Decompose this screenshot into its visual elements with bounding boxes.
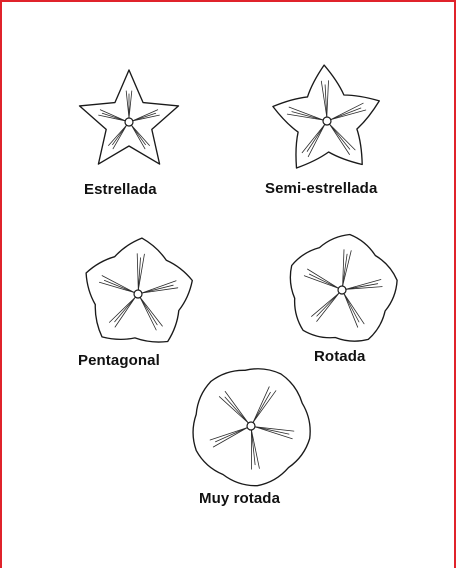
petal-midrib <box>324 84 328 118</box>
petal-vein <box>101 275 135 293</box>
flower-pentagonal-drawing <box>78 234 198 346</box>
label-pentagonal: Pentagonal <box>78 352 160 369</box>
petal-vein <box>141 287 179 294</box>
petal-vein <box>320 80 328 118</box>
flower-center <box>133 289 143 299</box>
petal-vein <box>307 124 326 158</box>
label-muy-rotada: Muy rotada <box>199 490 281 507</box>
petal-vein <box>330 109 367 120</box>
petal-vein <box>132 114 160 122</box>
petal-vein <box>131 124 146 150</box>
petal-vein <box>128 90 133 119</box>
petal-vein <box>218 396 249 424</box>
petal-vein <box>114 296 136 328</box>
flower-center <box>246 421 256 431</box>
petal-vein <box>329 123 350 155</box>
petal-vein <box>108 124 127 146</box>
petal-vein <box>131 124 150 146</box>
petal-vein <box>112 124 127 150</box>
petal-midrib <box>330 107 362 120</box>
petal-midrib <box>251 429 256 466</box>
petal-vein <box>132 109 159 122</box>
flower-svg <box>78 69 180 165</box>
petal-midrib <box>112 124 127 146</box>
petal-vein <box>252 386 270 423</box>
petal-vein <box>311 292 340 317</box>
petal-vein <box>343 293 365 325</box>
petal-vein <box>209 427 248 441</box>
petal-vein <box>286 113 324 121</box>
petal-midrib <box>131 124 146 146</box>
flower-rotada-drawing <box>282 232 402 346</box>
label-semi-estrellada: Semi-estrellada <box>265 180 378 197</box>
petal-midrib <box>132 112 157 122</box>
petal-vein <box>254 426 293 440</box>
petal-midrib <box>291 111 324 121</box>
petal-vein <box>316 292 340 322</box>
petal-vein <box>301 124 326 154</box>
flower-muy-rotada-drawing <box>188 364 314 487</box>
petal-midrib <box>329 123 351 150</box>
petal-midrib <box>308 273 339 289</box>
petal-midrib <box>316 292 340 317</box>
petal-midrib <box>215 427 248 443</box>
flower-semi-estrellada-drawing <box>262 58 392 176</box>
label-estrellada: Estrellada <box>84 181 157 198</box>
petal-vein <box>307 268 339 289</box>
petal-vein <box>288 106 324 121</box>
petal-vein <box>98 281 135 293</box>
petal-midrib <box>101 112 126 122</box>
petal-vein <box>99 109 126 122</box>
petal-vein <box>303 275 339 289</box>
petal-vein <box>224 390 249 424</box>
petal-midrib <box>137 257 141 291</box>
petal-midrib <box>141 284 174 294</box>
petal-midrib <box>139 297 158 326</box>
petal-vein <box>342 250 352 287</box>
petal-midrib <box>103 280 135 293</box>
flower-center <box>322 116 332 126</box>
petal-vein <box>141 280 177 294</box>
petal-vein <box>136 253 139 291</box>
petal-vein <box>326 80 329 118</box>
flower-svg <box>192 368 311 487</box>
label-rotada: Rotada <box>314 348 366 365</box>
petal-vein <box>345 286 383 290</box>
petal-midrib <box>114 296 136 323</box>
petal-vein <box>345 279 382 290</box>
petal-vein <box>251 429 260 469</box>
petal-vein <box>125 90 130 119</box>
petal-midrib <box>343 293 360 323</box>
petal-vein <box>137 253 145 291</box>
petal-vein <box>212 427 248 448</box>
petal-midrib <box>252 391 271 423</box>
petal-vein <box>329 123 356 151</box>
petal-vein <box>343 293 359 328</box>
flower-svg <box>272 64 380 169</box>
flower-estrellada-drawing <box>74 62 184 174</box>
petal-midrib <box>342 253 348 287</box>
flower-center <box>124 117 134 127</box>
petal-vein <box>330 102 364 120</box>
flower-svg <box>289 233 398 342</box>
petal-vein <box>139 297 157 331</box>
flower-center <box>337 285 347 295</box>
petal-midrib <box>345 283 379 290</box>
flower-svg <box>85 237 193 343</box>
petal-vein <box>342 249 345 287</box>
petal-midrib <box>306 124 326 152</box>
petal-midrib <box>254 426 290 435</box>
petal-vein <box>108 296 136 323</box>
petal-vein <box>252 390 277 423</box>
petal-vein <box>98 114 126 122</box>
petal-midrib <box>224 396 249 424</box>
petal-vein <box>254 426 295 432</box>
petal-vein <box>139 297 163 327</box>
